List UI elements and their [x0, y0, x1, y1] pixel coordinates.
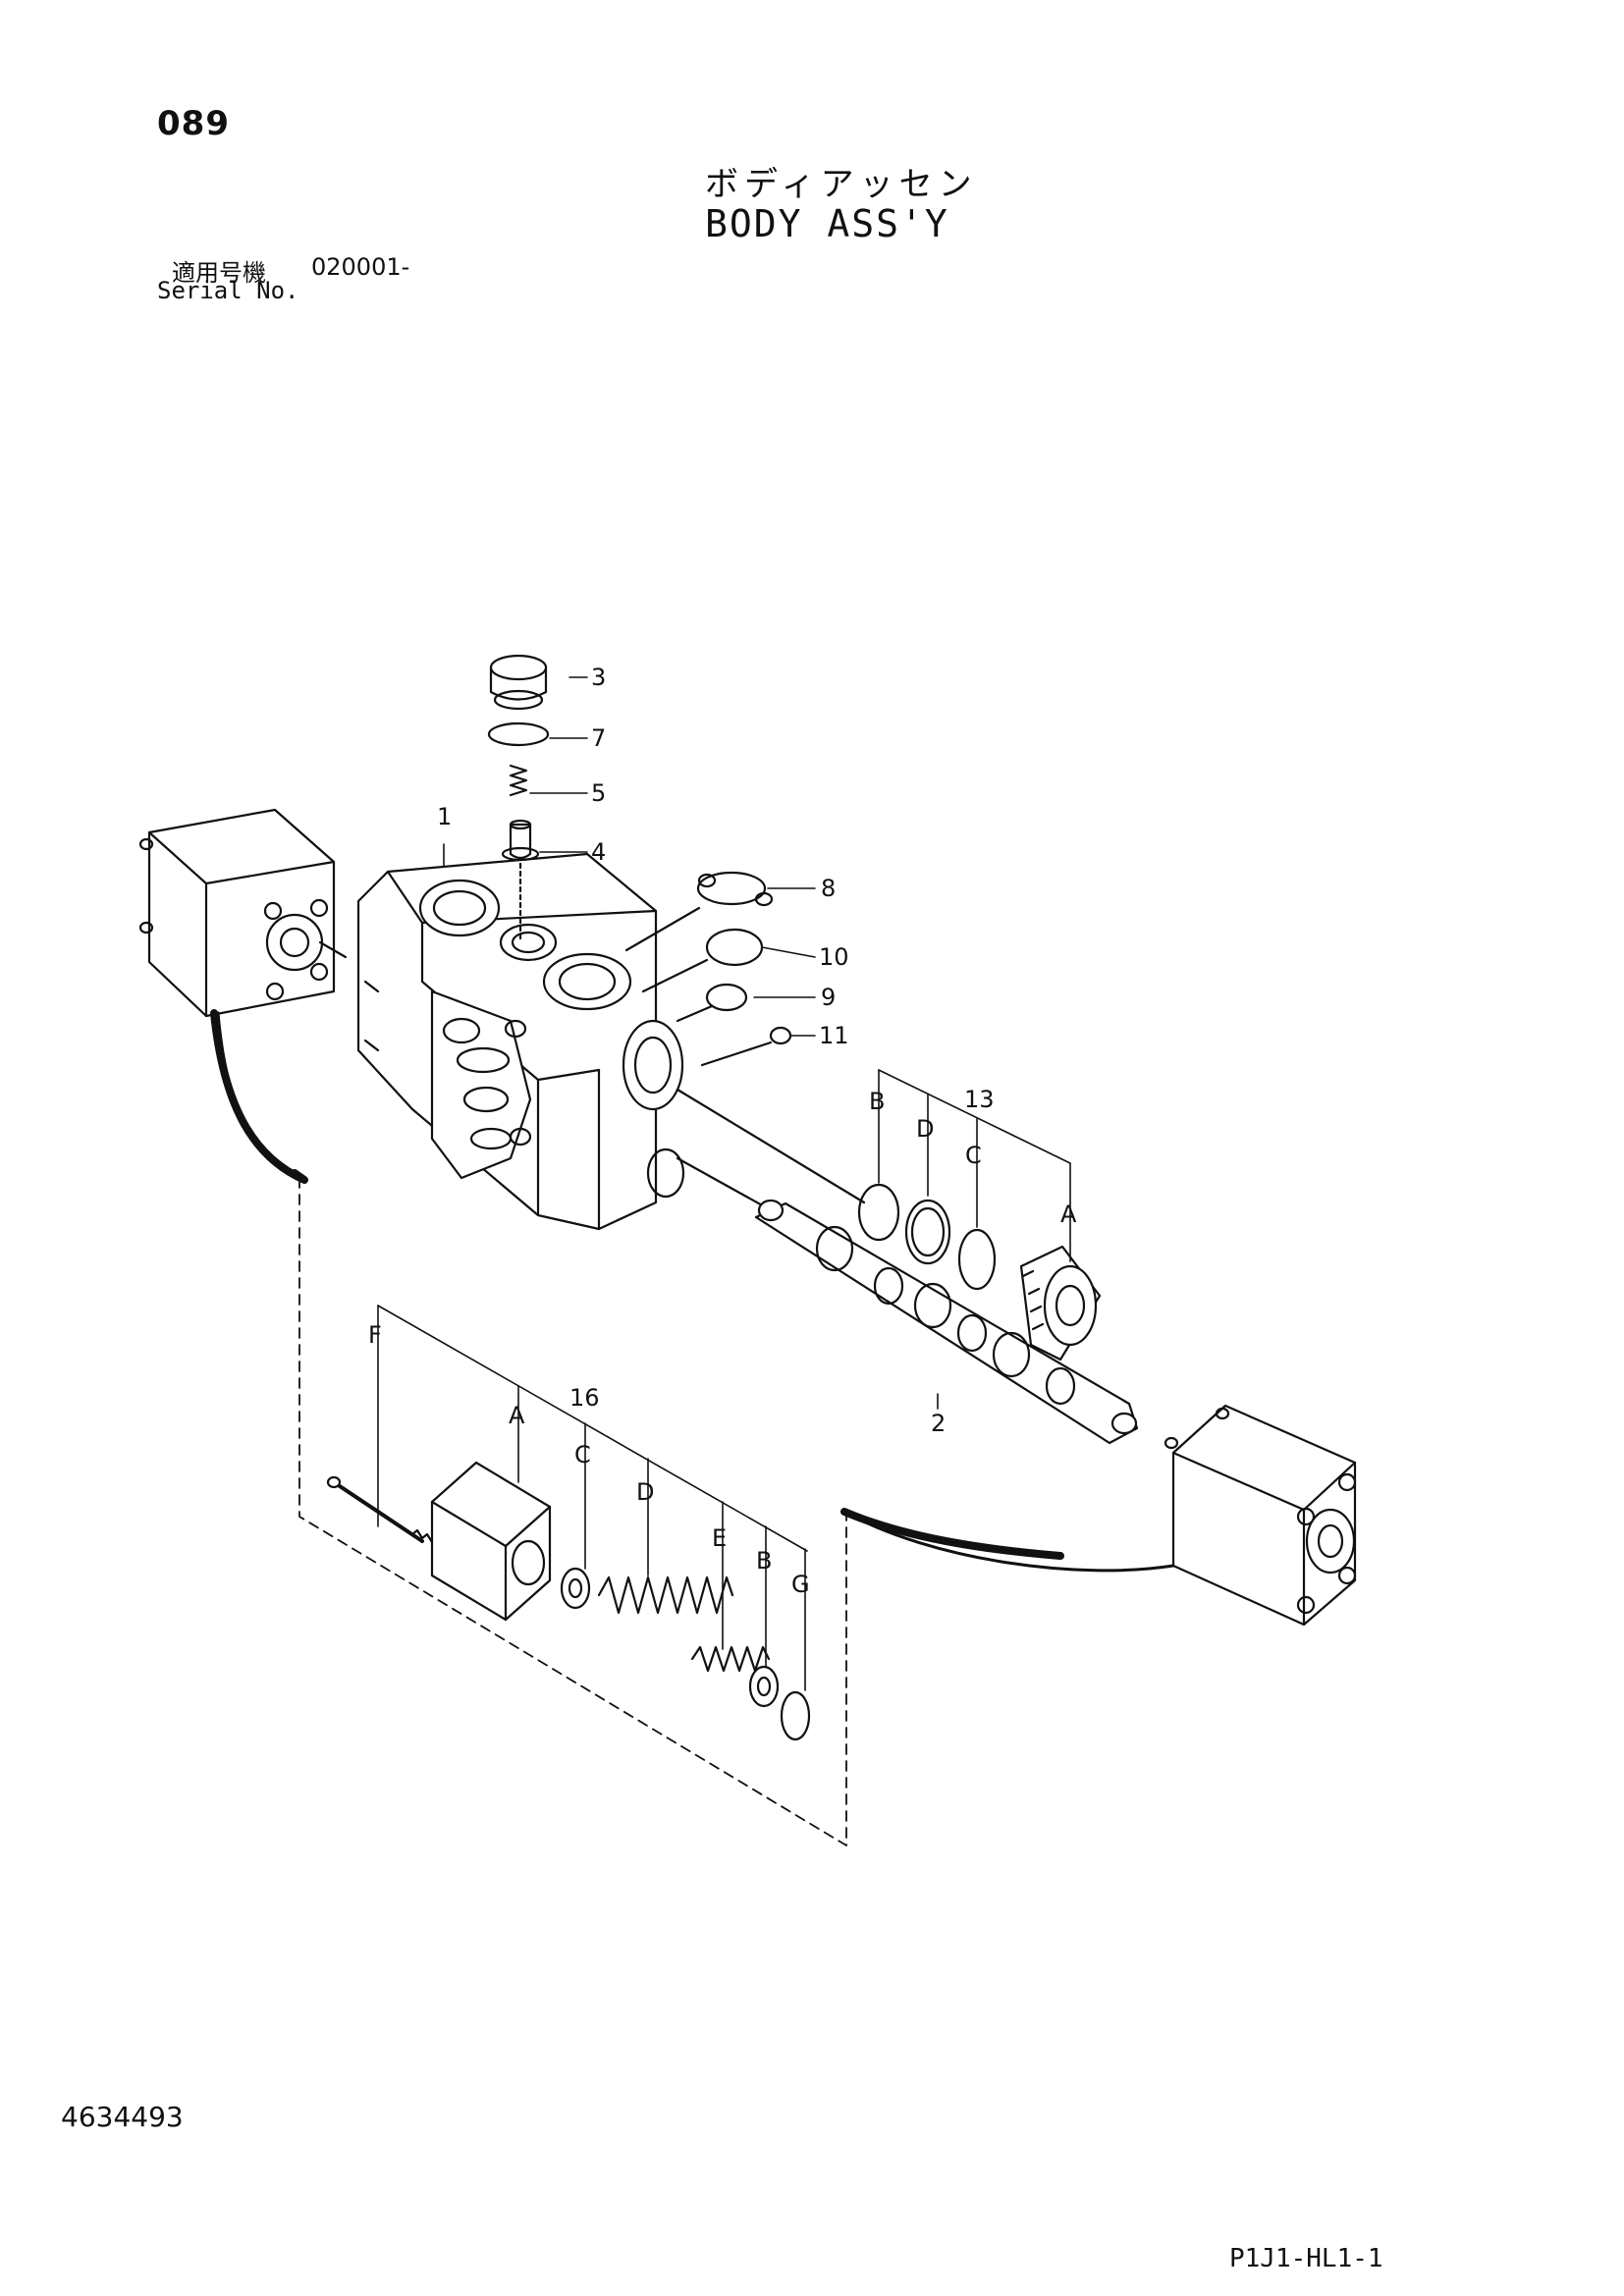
check-valve-stack [487, 654, 550, 942]
callout-1: 1 [437, 803, 452, 830]
left-end-cover [138, 808, 348, 1018]
callout-8: 8 [821, 875, 836, 902]
title-japanese: ボディアッセン [705, 165, 978, 204]
callout-16-D: D [636, 1478, 654, 1506]
callout-16: 16 [569, 1384, 600, 1412]
callout-10: 10 [819, 943, 849, 971]
callout-13-D: D [916, 1115, 934, 1143]
callout-13-C: C [965, 1142, 982, 1169]
plug-assembly-13 [676, 1088, 1102, 1362]
callout-16-F: F [368, 1321, 382, 1349]
title-english: BODY ASS'Y [705, 202, 949, 245]
kit-16-parts [326, 1461, 811, 1741]
serial-label-english: Serial No. [157, 277, 299, 304]
callout-16-B: B [756, 1547, 772, 1575]
callout-11: 11 [819, 1022, 849, 1049]
callout-5: 5 [591, 779, 606, 807]
callout-13-B: B [869, 1088, 885, 1115]
callout-16-C: C [574, 1441, 591, 1468]
page-number: 089 [157, 104, 230, 143]
callout-9: 9 [821, 984, 836, 1011]
callout-4: 4 [591, 838, 606, 866]
callout-13: 13 [964, 1086, 995, 1113]
reference-code: P1J1-HL1-1 [1229, 2244, 1383, 2273]
callout-3: 3 [591, 664, 606, 691]
serial-label-japanese: 適用号機 [172, 259, 266, 287]
callout-2: 2 [931, 1410, 946, 1437]
valve-body [356, 852, 685, 1231]
leader-lines [377, 676, 1071, 1691]
spool [754, 1199, 1139, 1445]
callout-16-E: E [712, 1524, 727, 1552]
callout-7: 7 [591, 724, 606, 752]
right-end-cover [1164, 1404, 1357, 1627]
callout-labels: 1 3 7 5 4 8 10 9 11 13 B D C A 2 16 F A … [368, 664, 1077, 1598]
document-number: 4634493 [61, 2101, 184, 2133]
serial-number-value: 020001- [311, 253, 410, 281]
callout-16-A: A [509, 1402, 525, 1429]
callout-16-G: G [791, 1571, 810, 1598]
callout-13-A: A [1060, 1201, 1077, 1228]
